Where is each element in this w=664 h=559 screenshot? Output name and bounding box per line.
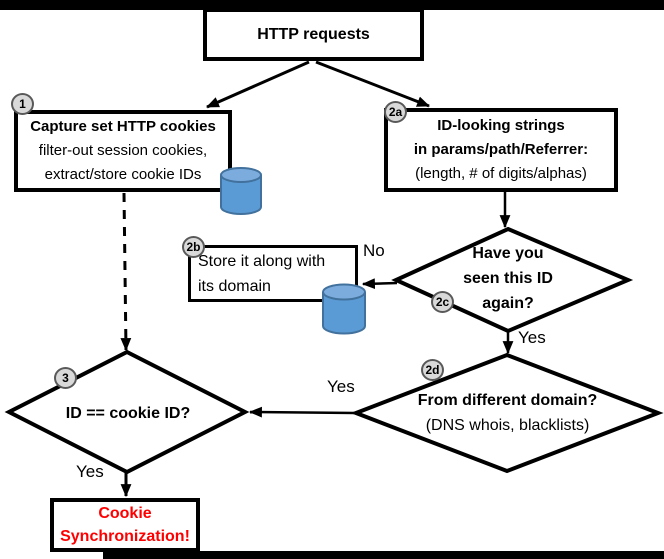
id-equals-cookie-label: ID == cookie ID? xyxy=(65,405,191,422)
different-domain-line2: (DNS whois, blacklists) xyxy=(425,417,590,434)
node-id-strings: ID-looking strings in params/path/Referr… xyxy=(384,108,618,192)
id-strings-line1: ID-looking strings xyxy=(437,117,565,134)
id-strings-line2: in params/path/Referrer: xyxy=(413,141,589,158)
seen-id-line2: seen this ID xyxy=(463,270,553,287)
different-domain-line1: From different domain? xyxy=(417,392,598,409)
badge-step-1: 1 xyxy=(11,93,34,115)
arrow-capture-to-match-dashed xyxy=(120,192,132,352)
arrow-domain-yes-to-match xyxy=(248,406,356,418)
capture-cookies-title: Capture set HTTP cookies xyxy=(30,118,216,135)
capture-cookies-line3: extract/store cookie IDs xyxy=(44,166,202,183)
badge-step-2d: 2d xyxy=(421,359,444,381)
arrow-http-to-idstrings xyxy=(315,60,431,108)
edge-label-yes-seen: Yes xyxy=(518,328,546,347)
node-http-requests-label: HTTP requests xyxy=(257,25,370,43)
edge-label-yes-match: Yes xyxy=(76,462,104,481)
id-strings-line3: (length, # of digits/alphas) xyxy=(415,165,587,182)
edge-label-yes-domain: Yes xyxy=(327,377,355,396)
badge-step-2a: 2a xyxy=(384,101,407,123)
node-cookie-sync: Cookie Synchronization! xyxy=(50,498,200,552)
capture-cookies-line2: filter-out session cookies, xyxy=(38,142,208,159)
edge-label-no: No xyxy=(363,241,385,260)
arrow-seen-no-to-store xyxy=(361,278,398,290)
different-domain-text: From different domain? (DNS whois, black… xyxy=(385,388,630,438)
node-capture-cookies: Capture set HTTP cookies filter-out sess… xyxy=(14,110,232,192)
badge-step-3: 3 xyxy=(54,367,77,389)
id-equals-cookie-text: ID == cookie ID? xyxy=(38,401,218,426)
seen-id-line1: Have you xyxy=(472,245,544,262)
cookie-sync-line2: Synchronization! xyxy=(60,528,190,545)
store-domain-line1: Store it along with xyxy=(198,252,326,270)
badge-step-2b: 2b xyxy=(182,236,205,258)
cookie-sync-line1: Cookie xyxy=(98,505,152,522)
node-store-domain: Store it along with its domain xyxy=(188,245,358,302)
frame-bottom-bar xyxy=(103,551,664,559)
store-domain-line2: its domain xyxy=(198,277,271,295)
frame-top-bar xyxy=(0,0,664,10)
arrow-http-to-capture xyxy=(206,60,310,109)
badge-step-2c: 2c xyxy=(431,291,454,313)
node-http-requests: HTTP requests xyxy=(203,8,424,61)
